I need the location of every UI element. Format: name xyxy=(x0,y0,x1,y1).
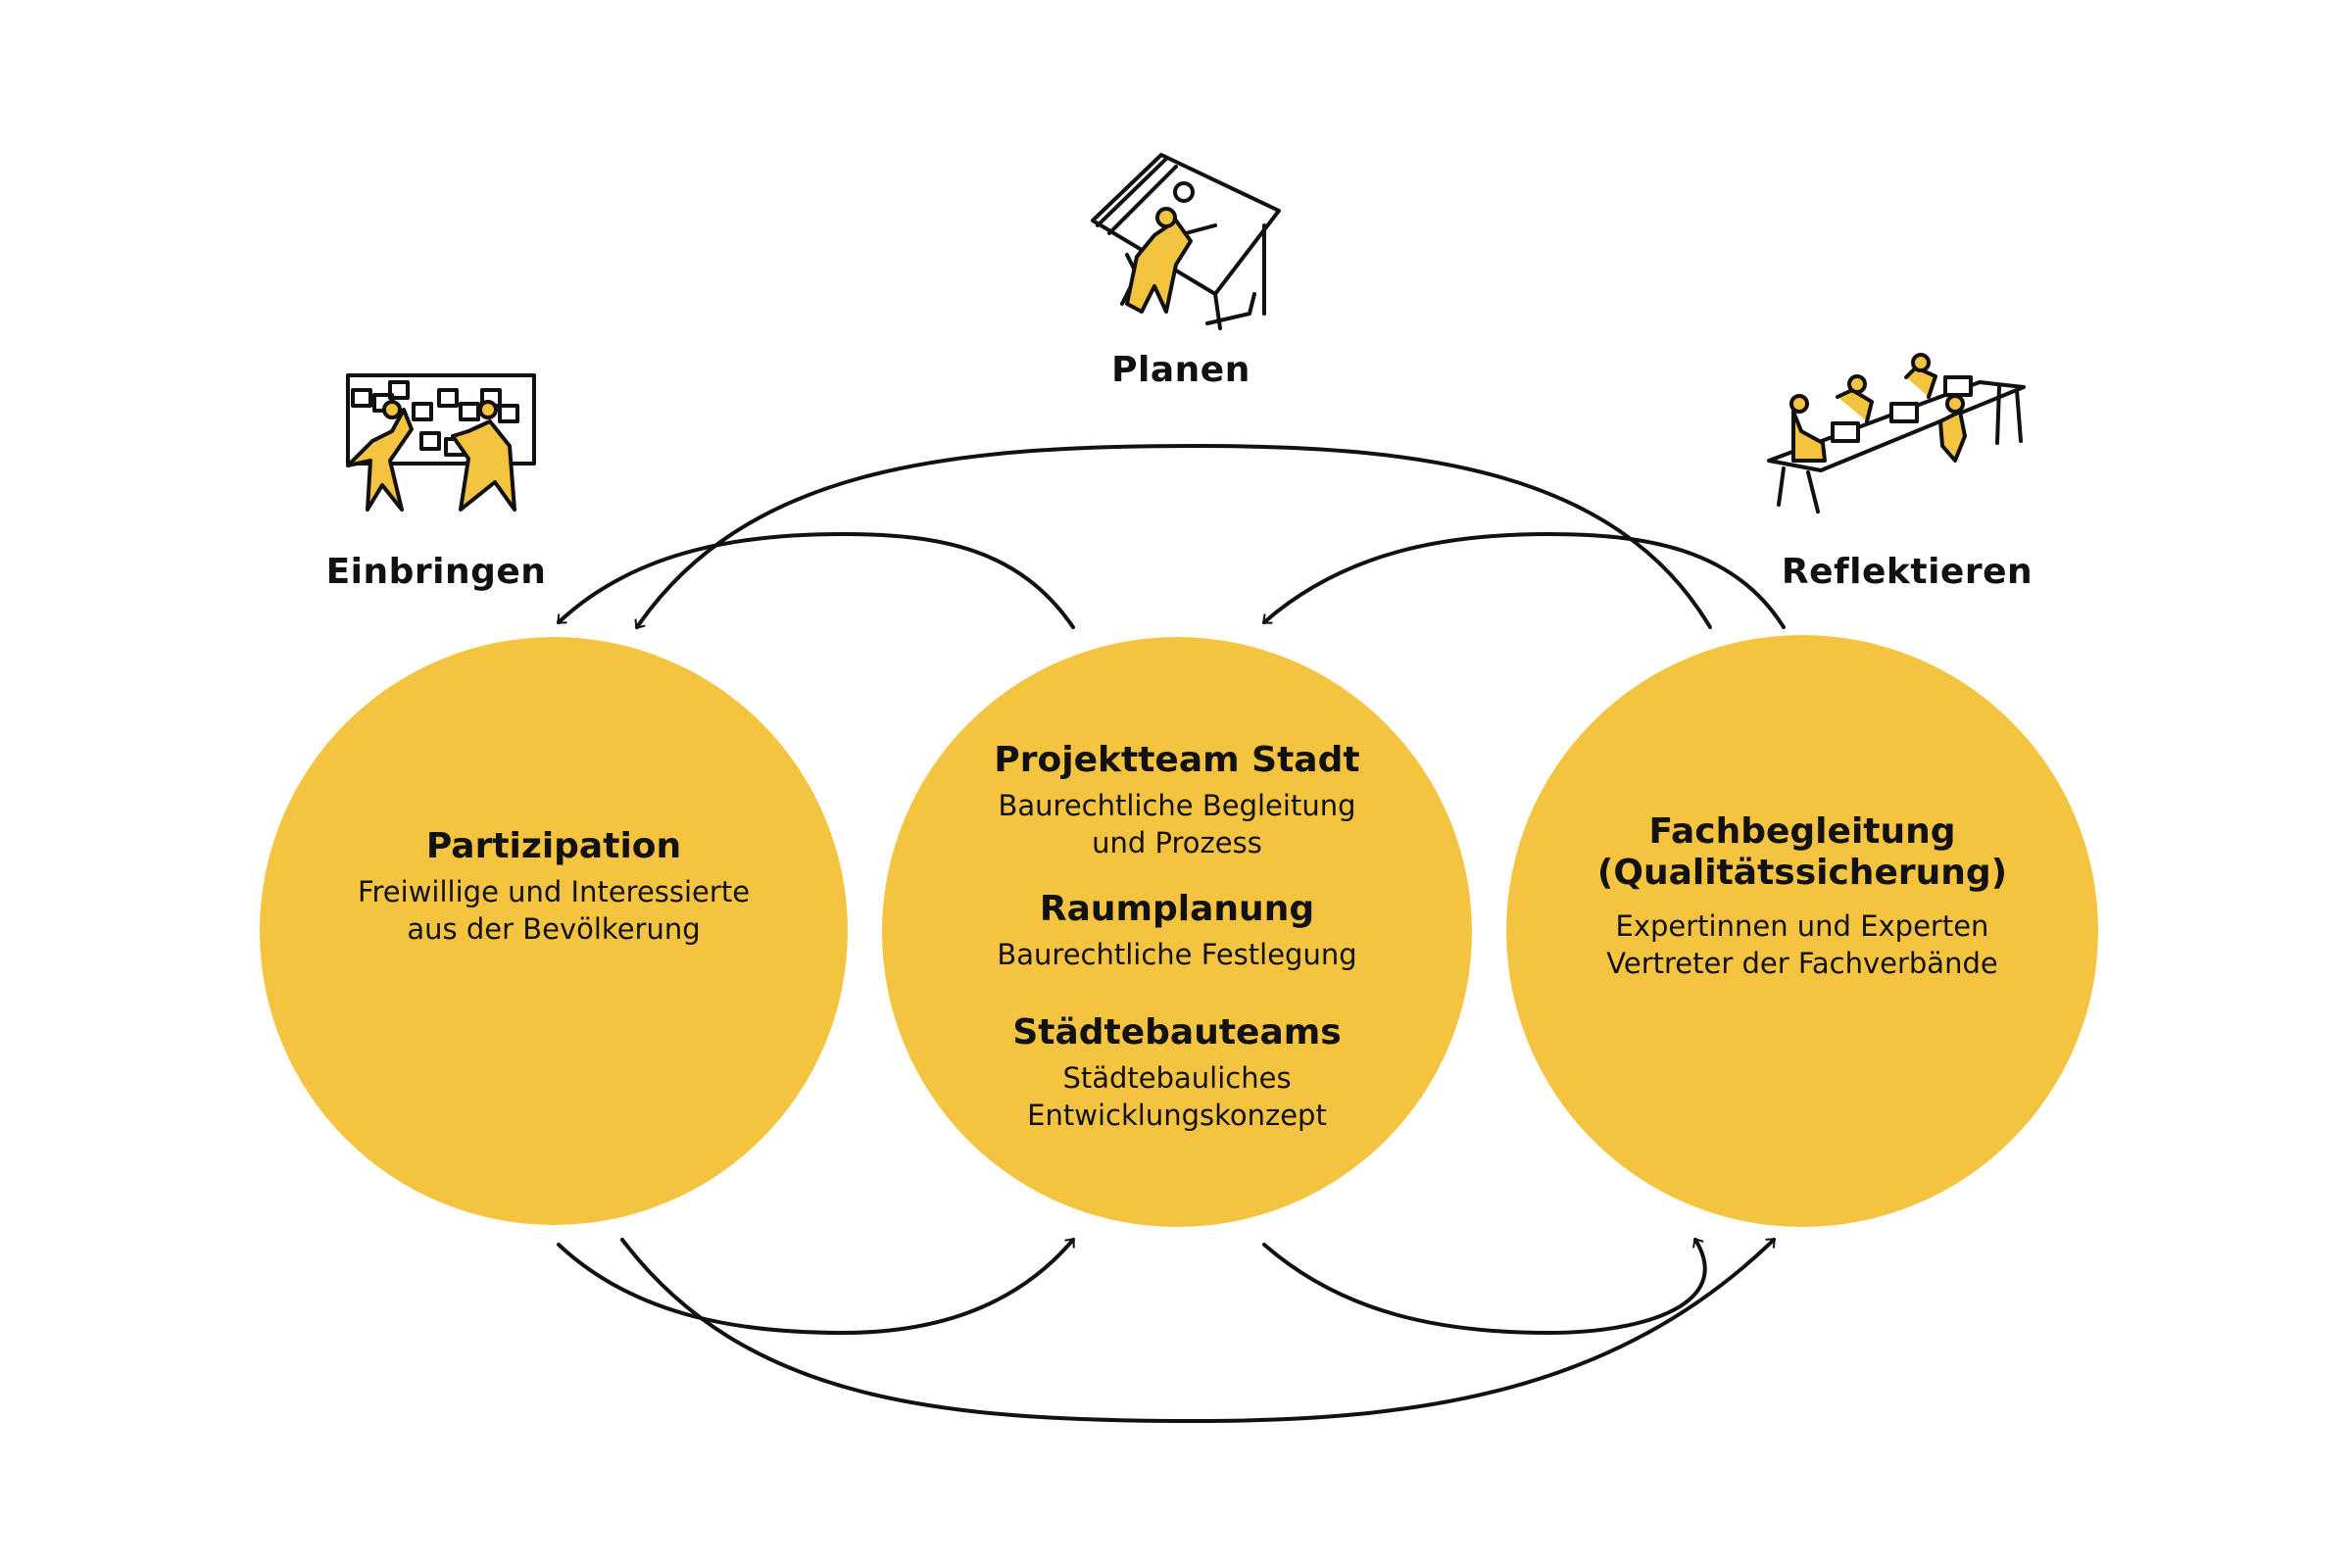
arrow-left-to-right xyxy=(620,1238,1776,1424)
circle-title: Partizipation xyxy=(425,826,682,866)
circle-text: Freiwillige und Interessierte aus der Be… xyxy=(357,875,751,946)
group-at-table-with-laptops-icon xyxy=(1767,353,2026,514)
phase-label-reflektieren: Reflektieren xyxy=(1781,552,2034,592)
arrow-center-to-right xyxy=(1262,1237,1707,1336)
people-at-pinboard-icon xyxy=(346,373,536,512)
block-text: Baurechtliche Festlegung xyxy=(997,938,1357,971)
arrow-center-to-left xyxy=(557,531,1075,629)
arrow-right-to-left xyxy=(634,443,1712,630)
phase-label-einbringen: Einbringen xyxy=(325,552,547,592)
block-title: Städtebauteams xyxy=(1012,1012,1342,1053)
person-at-drafting-table-icon xyxy=(1091,153,1281,330)
phase-label-planen: Planen xyxy=(1111,350,1250,390)
circle-text: Expertinnen und Experten Vertreter der F… xyxy=(1606,909,1998,980)
circle-partizipation: Partizipation Freiwillige und Interessie… xyxy=(260,637,848,1225)
arrow-left-to-center xyxy=(557,1238,1075,1336)
block-text: Baurechtliche Begleitung und Prozess xyxy=(998,789,1356,859)
block-title: Projektteam Stadt xyxy=(994,740,1360,780)
block-staedtebauteams: Städtebauteams Städtebauliches Entwicklu… xyxy=(1012,1012,1341,1134)
circle-fachbegleitung: Fachbegleitung (Qualitätssicherung) Expe… xyxy=(1506,635,2098,1227)
circle-title: Fachbegleitung (Qualitätssicherung) xyxy=(1596,811,2008,893)
block-text: Städtebauliches Entwicklungskonzept xyxy=(1027,1061,1327,1132)
block-title: Raumplanung xyxy=(1039,889,1315,929)
block-projektteam-stadt: Projektteam Stadt Baurechtliche Begleitu… xyxy=(994,740,1359,861)
circle-center: Projektteam Stadt Baurechtliche Begleitu… xyxy=(882,637,1472,1227)
arrow-right-to-center xyxy=(1262,531,1786,629)
block-raumplanung: Raumplanung Baurechtliche Festlegung xyxy=(997,889,1356,973)
